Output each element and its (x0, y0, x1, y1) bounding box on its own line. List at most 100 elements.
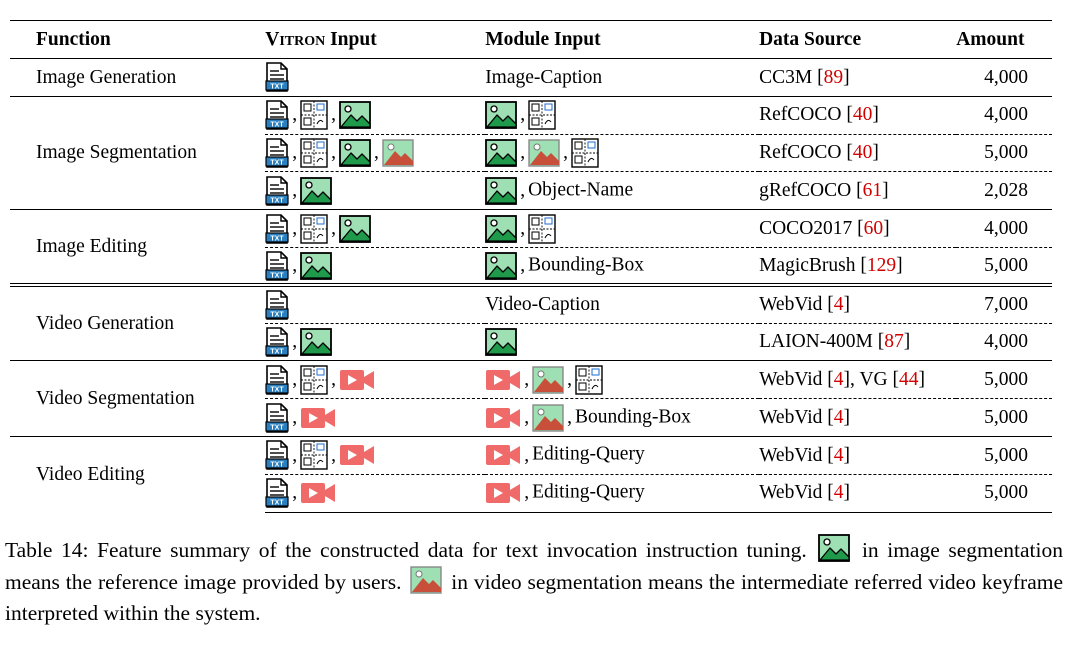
image-icon (339, 101, 371, 130)
vitron-name: Vitron (265, 28, 326, 50)
icon-group: TXT,, (265, 364, 377, 395)
reference-image-icon (528, 139, 560, 167)
table-row: TXT, ,Object-Name gRefCOCO [61] 2,028 (10, 171, 1052, 210)
image-icon (485, 328, 518, 356)
comma-separator: , (292, 254, 298, 276)
module-input-text: Video-Caption (485, 294, 600, 316)
video-icon (339, 367, 375, 393)
data-source-name: WebVid (759, 294, 823, 316)
citation-link[interactable]: 44 (899, 369, 919, 391)
data-source-name: CC3M (759, 66, 813, 88)
citation-link[interactable]: 40 (852, 104, 873, 126)
text-icon: TXT (265, 402, 289, 433)
data-source-cell: WebVid [4] (759, 398, 957, 437)
citation-link[interactable]: 60 (863, 217, 884, 239)
citation-link[interactable]: 4 (833, 369, 844, 391)
icon-group: ,, (485, 365, 605, 395)
video-icon (300, 405, 336, 431)
data-source-cell: WebVid [4] (759, 435, 957, 475)
citation-link[interactable]: 4 (833, 444, 844, 466)
image-icon (339, 214, 371, 243)
image-icon (485, 101, 518, 130)
text-icon: TXT (265, 290, 289, 320)
text-icon: TXT (265, 478, 289, 508)
caption-part3: in video segmentation means the intermed… (5, 570, 1064, 625)
video-icon (485, 367, 521, 393)
image-icon (485, 214, 518, 243)
sketch-icon (300, 213, 328, 244)
comma-separator: , (292, 104, 298, 126)
citation-link[interactable]: 129 (866, 254, 897, 276)
sketch-icon (571, 138, 599, 168)
icon-group: TXT, (265, 327, 334, 357)
citation-link[interactable]: 4 (833, 406, 844, 428)
citation-link[interactable]: 40 (852, 142, 873, 164)
table-row: Image Generation TXT Image-Caption CC3M … (10, 59, 1052, 97)
table-row: TXT, ,,Bounding-Box WebVid [4] 5,000 (10, 398, 1052, 437)
comma-separator: , (292, 444, 298, 466)
citation-link[interactable]: 89 (823, 66, 844, 88)
table-row: Video Editing TXT,, ,Editing-Query WebVi… (10, 435, 1052, 513)
data-source-name: gRefCOCO (759, 180, 852, 202)
citation-link[interactable]: 4 (833, 294, 844, 316)
module-input-cell: , (485, 209, 760, 248)
comma-separator: , (292, 406, 298, 428)
video-icon (485, 480, 521, 506)
module-input-text: Bounding-Box (528, 254, 644, 276)
text-icon: TXT (265, 250, 289, 281)
video-icon (485, 442, 521, 468)
data-source-cell: WebVid [4] (759, 283, 957, 324)
icon-group: , (485, 442, 532, 468)
citation-link[interactable]: 61 (862, 180, 883, 202)
svg-text:TXT: TXT (271, 272, 285, 279)
table-row: TXT, ,Bounding-Box MagicBrush [129] 5,00… (10, 246, 1052, 286)
caption-part2: in image segmentation means the referenc… (5, 538, 1063, 594)
table-row: Video Generation TXT Video-Caption WebVi… (10, 283, 1052, 361)
video-icon (300, 480, 336, 506)
module-input-cell: ,Editing-Query (485, 473, 760, 513)
image-icon (485, 176, 518, 205)
amount-cell: 5,000 (956, 435, 1052, 475)
module-input-cell: ,Object-Name (485, 171, 760, 210)
sketch-icon (528, 100, 556, 130)
icon-group: , (485, 480, 532, 506)
function-cell: Video Segmentation (10, 360, 266, 437)
text-icon: TXT (265, 364, 289, 395)
header-vitron-input: Vitron Input (265, 20, 486, 59)
amount-cell: 5,000 (956, 246, 1052, 286)
icon-group: , (485, 213, 558, 244)
comma-separator: , (520, 180, 526, 202)
header-amount: Amount (956, 20, 1052, 59)
icon-group: TXT,, (265, 213, 373, 244)
icon-group: TXT,, (265, 440, 377, 471)
module-input-text: Editing-Query (532, 481, 645, 503)
sketch-icon (300, 100, 328, 130)
amount-cell: 4,000 (956, 209, 1052, 248)
comma-separator: , (524, 406, 530, 428)
citation-link[interactable]: 4 (833, 482, 844, 504)
icon-group: ,, (485, 138, 601, 168)
citation-link[interactable]: 87 (884, 331, 904, 353)
image-icon (818, 534, 851, 562)
table-row: Video Segmentation TXT,, ,, WebVid [4], … (10, 360, 1052, 437)
function-cell: Video Generation (10, 283, 266, 361)
caption-part1: Table 14: Feature summary of the constru… (5, 538, 807, 562)
vitron-input-cell: TXT, (265, 322, 486, 361)
amount-cell: 5,000 (956, 133, 1052, 172)
vitron-input-cell: TXT,, (265, 209, 486, 248)
data-source-cell: COCO2017 [60] (759, 209, 957, 248)
vitron-input-cell: TXT, (265, 473, 486, 513)
table-row: TXT,,, ,, RefCOCO [40] 5,000 (10, 133, 1052, 172)
icon-group: , (485, 100, 558, 130)
comma-separator: , (567, 369, 572, 391)
comma-separator: , (520, 142, 526, 164)
vitron-input-cell: TXT (265, 59, 485, 97)
image-icon (485, 251, 518, 280)
data-source-cell: MagicBrush [129] (759, 246, 957, 286)
module-input-cell: ,Bounding-Box (485, 246, 760, 286)
comma-separator: , (331, 104, 336, 126)
comma-separator: , (524, 444, 530, 466)
header-data-source: Data Source (759, 20, 957, 59)
module-input-cell (485, 322, 760, 361)
comma-separator: , (292, 331, 298, 353)
